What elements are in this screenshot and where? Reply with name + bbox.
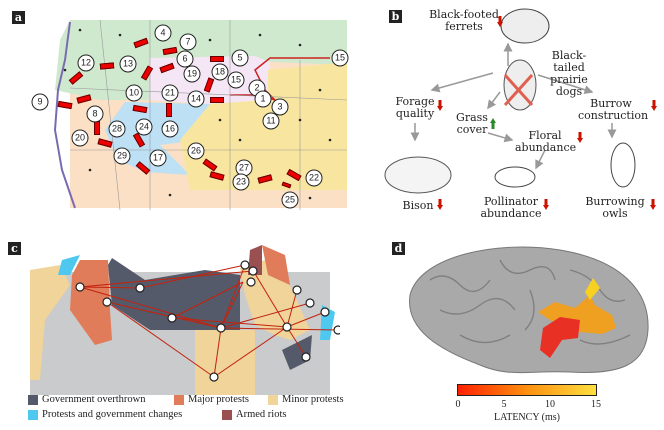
failed-line-marker <box>99 62 115 70</box>
line-label: 3 <box>271 98 289 116</box>
legend-item-major-protests: Major protests <box>174 394 249 405</box>
line-label: 6 <box>176 50 194 68</box>
grid-region-map <box>53 19 348 211</box>
legend-item-armed-riots: Armed riots <box>222 409 286 420</box>
line-label: 15 <box>331 49 349 67</box>
label-ferrets: Black-footed ferrets <box>429 8 499 33</box>
north-africa-middle-east-map <box>30 242 340 395</box>
legend-label: Major protests <box>188 394 249 405</box>
failed-line-marker <box>94 121 100 135</box>
panel-b-food-web: b Black-footed ferrets Black-tailed prai… <box>360 0 664 220</box>
panel-a-power-grid-map: a 4 7 5 15 12 13 6 19 18 15 2 1 3 11 10 … <box>0 0 360 215</box>
colorbar-tick: 5 <box>501 399 507 410</box>
decrease-arrow-icon <box>543 199 549 210</box>
label-pollinator-abundance: Pollinator abundance <box>480 195 542 220</box>
line-label: 21 <box>161 84 179 102</box>
legend-label: Minor protests <box>282 394 344 405</box>
colorbar-tick: 10 <box>545 399 555 410</box>
line-label: 20 <box>71 129 89 147</box>
line-label: 11 <box>262 112 280 130</box>
legend-label: Armed riots <box>236 409 287 420</box>
label-burrow-construction: Burrow construction <box>578 97 649 122</box>
decrease-arrow-icon <box>437 100 443 111</box>
latency-colorbar <box>457 384 597 396</box>
legend-item-protests-government-changes: Protests and government changes <box>28 409 182 420</box>
owl-illustration <box>610 142 636 188</box>
line-label: 8 <box>86 105 104 123</box>
label-bison: Bison <box>402 199 434 212</box>
panel-a-tag: a <box>12 11 25 24</box>
legend-swatch <box>28 409 38 420</box>
legend-swatch <box>222 409 232 420</box>
line-label: 14 <box>187 90 205 108</box>
failed-line-marker <box>210 56 224 62</box>
increase-arrow-icon <box>490 118 496 129</box>
line-label: 15 <box>227 71 245 89</box>
food-web-arrows <box>384 8 636 194</box>
legend-swatch <box>28 394 38 405</box>
line-label: 5 <box>231 49 249 67</box>
ferret-illustration <box>500 8 550 44</box>
label-floral-abundance: Floral abundance <box>515 129 577 154</box>
line-label: 12 <box>77 54 95 72</box>
panel-b-tag: b <box>389 10 402 23</box>
legend-item-government-overthrown: Government overthrown <box>28 394 146 405</box>
legend-swatch <box>174 394 184 405</box>
decrease-arrow-icon <box>651 100 657 111</box>
legend-label: Government overthrown <box>42 394 146 405</box>
line-label: 18 <box>211 63 229 81</box>
decrease-arrow-icon <box>437 199 443 210</box>
panel-c-protest-map: c Government overthrown Major protests M… <box>0 230 360 430</box>
bee-illustration <box>494 166 536 188</box>
panel-d-tag: d <box>392 242 405 255</box>
line-label: 1 <box>254 90 272 108</box>
decrease-arrow-icon <box>497 16 503 27</box>
colorbar-tick: 15 <box>591 399 601 410</box>
line-label: 26 <box>187 142 205 160</box>
line-label: 10 <box>125 84 143 102</box>
line-label: 19 <box>183 65 201 83</box>
legend-item-minor-protests: Minor protests <box>268 394 344 405</box>
failed-line-marker <box>166 103 172 117</box>
line-label: 17 <box>149 149 167 167</box>
label-forage-quality: Forage quality <box>395 95 435 120</box>
line-label: 29 <box>113 147 131 165</box>
line-label: 9 <box>31 93 49 111</box>
bison-illustration <box>384 156 452 194</box>
line-label: 7 <box>179 33 197 51</box>
failed-line-marker <box>210 97 224 103</box>
legend-swatch <box>268 394 278 405</box>
line-label: 22 <box>305 169 323 187</box>
legend-label: Protests and government changes <box>42 409 183 420</box>
decrease-arrow-icon <box>577 132 583 143</box>
line-label: 25 <box>281 191 299 209</box>
colorbar-tick: 0 <box>455 399 461 410</box>
colorbar-label: LATENCY (ms) <box>493 412 561 423</box>
label-burrowing-owls: Burrowing owls <box>585 195 645 220</box>
line-label: 23 <box>232 173 250 191</box>
line-label: 28 <box>108 120 126 138</box>
label-prairie-dogs: Black-tailed prairie dogs <box>550 49 588 98</box>
line-label: 16 <box>161 120 179 138</box>
panel-c-tag: c <box>8 242 21 255</box>
line-label: 4 <box>154 24 172 42</box>
brain-surface <box>409 246 649 374</box>
decrease-arrow-icon <box>650 199 656 210</box>
line-label: 24 <box>135 118 153 136</box>
line-label: 13 <box>119 55 137 73</box>
panel-d-brain-latency: d 0 5 10 15 LATENCY (ms) <box>380 230 664 430</box>
label-grass-cover: Grass cover <box>456 111 488 136</box>
